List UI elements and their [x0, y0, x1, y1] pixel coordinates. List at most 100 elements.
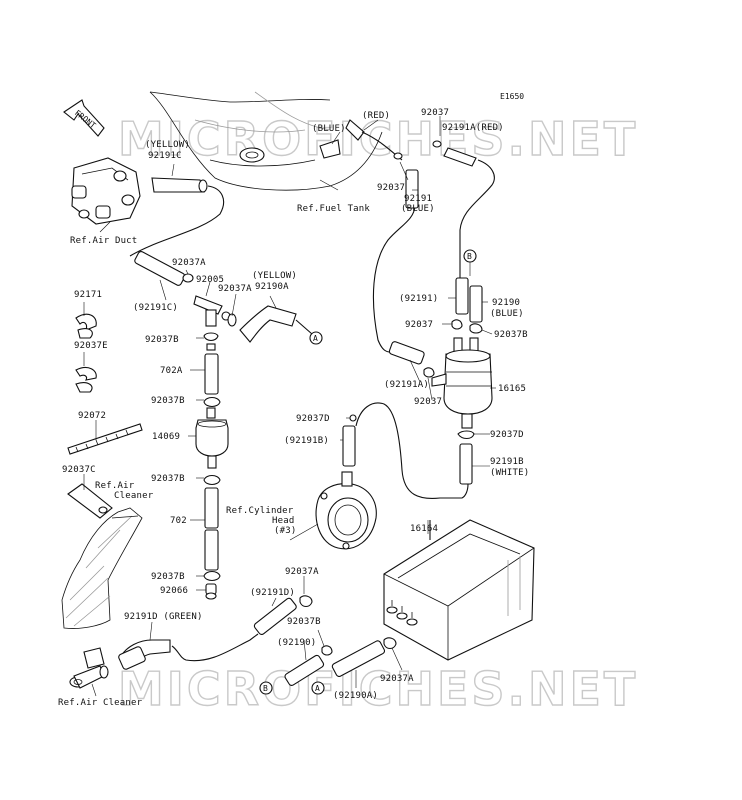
- label-92037B-1: 92037B: [145, 335, 179, 345]
- label-92037-b: 92037: [377, 183, 405, 193]
- clamp-92037B-2: [203, 396, 221, 408]
- line-92191-blue-route: [372, 172, 416, 353]
- hose-92191C-lower: [134, 251, 186, 286]
- hose-92191-blue: [393, 152, 419, 209]
- clip-92171: [75, 313, 97, 339]
- callout-A-lower-label: A: [315, 684, 320, 693]
- label-92190: 92190: [492, 298, 520, 308]
- bracket-92037C: [67, 483, 113, 519]
- clamp-92037B-5: [469, 323, 483, 334]
- label-92191D-green: 92191D (GREEN): [124, 612, 203, 622]
- tank-badge-icon: [239, 147, 265, 163]
- label-92191-paren: (92191): [399, 294, 438, 304]
- label-92072: 92072: [78, 411, 106, 421]
- label-92037-mid: 92037: [405, 320, 433, 330]
- label-92190-paren: (92190): [277, 638, 316, 648]
- label-92037B-2: 92037B: [151, 396, 185, 406]
- label-92037A-4: 92037A: [380, 674, 414, 684]
- watermark-bottom: MICROFICHES.NET: [118, 662, 638, 716]
- tank-fitting-red: [345, 119, 365, 141]
- hose-92190-blue: [469, 285, 483, 323]
- diagram-code: E1650: [500, 92, 524, 101]
- label-ref-air-cleaner-bottom: Ref.Air Cleaner: [58, 698, 143, 708]
- tank-fitting-blue: [319, 139, 341, 159]
- label-92037A-1: 92037A: [172, 258, 206, 268]
- label-blue-2: (BLUE): [401, 204, 435, 214]
- line-92191B-loop: [355, 402, 469, 499]
- label-92191B: 92191B: [490, 457, 524, 467]
- label-yellow-2: (YELLOW): [252, 271, 297, 281]
- label-92190A-1: 92190A: [255, 282, 289, 292]
- clamp-92037A-4: [383, 637, 397, 650]
- label-92066: 92066: [160, 586, 188, 596]
- watermark-top: MICROFICHES.NET: [118, 112, 638, 166]
- label-702: 702: [170, 516, 187, 526]
- label-ref-air-duct: Ref.Air Duct: [70, 236, 137, 246]
- air-duct-assembly: [71, 157, 141, 225]
- charcoal-canister-16164: [383, 519, 535, 661]
- clamp-92037A-1: [182, 273, 194, 283]
- label-ref-cylinder-3: (#3): [274, 526, 296, 536]
- label-14069: 14069: [152, 432, 180, 442]
- label-92005: 92005: [196, 275, 224, 285]
- label-blue-tank: (BLUE): [312, 124, 346, 134]
- label-ref-cylinder-2: Head: [272, 516, 294, 526]
- label-92037E: 92037E: [74, 341, 108, 351]
- label-92191A-red: 92191A(RED): [442, 123, 504, 133]
- clamp-92037A-3: [299, 595, 313, 608]
- label-702A: 702A: [160, 366, 183, 376]
- label-yellow-1: (YELLOW): [145, 140, 190, 150]
- callout-A-lower: [311, 681, 325, 695]
- label-92037-top: 92037: [421, 108, 449, 118]
- label-92037B-4: 92037B: [151, 572, 185, 582]
- clamp-92037-mid: [451, 319, 463, 330]
- tie-92072: [67, 423, 143, 455]
- clamp-92037B-6: [321, 645, 333, 656]
- air-cleaner-fitting: [69, 647, 109, 689]
- air-cleaner-panel: [61, 507, 143, 629]
- callout-B-lower-label: B: [263, 684, 268, 693]
- hose-92191D-lower: [253, 597, 297, 636]
- callout-B-upper-label: B: [467, 252, 472, 261]
- joint-92005: [193, 295, 231, 327]
- label-16165: 16165: [498, 384, 526, 394]
- callout-B-lower: [259, 681, 273, 695]
- label-ref-air-2: Cleaner: [114, 491, 154, 501]
- plug-92066: [205, 583, 217, 600]
- hose-92191C-upper: [129, 177, 225, 257]
- pipe-above-filter: [206, 407, 216, 419]
- hose-92190-lower: [284, 654, 325, 686]
- label-92190A-paren: (92190A): [333, 691, 378, 701]
- clamp-92037B-1: [203, 332, 219, 351]
- hose-92190A-lower: [331, 640, 386, 677]
- label-92037B-6: 92037B: [287, 617, 321, 627]
- label-ref-cylinder-1: Ref.Cylinder: [226, 506, 294, 516]
- hose-702-lower: [204, 529, 219, 571]
- part-labels: 92037 92191A(RED) (RED) (BLUE) (YELLOW) …: [58, 108, 529, 708]
- callout-A-upper-label: A: [313, 334, 318, 343]
- label-92191: 92191: [404, 194, 432, 204]
- label-white: (WHITE): [490, 468, 529, 478]
- label-blue-3: (BLUE): [490, 309, 524, 319]
- clamp-92037D-1: [349, 414, 357, 422]
- clamp-92037B-3: [203, 474, 221, 486]
- label-16164: 16164: [410, 524, 438, 534]
- label-ref-fuel-tank: Ref.Fuel Tank: [297, 204, 370, 214]
- label-92191C: 92191C: [148, 151, 182, 161]
- label-92037D-1: 92037D: [296, 414, 330, 424]
- separator-16165: [431, 337, 493, 429]
- hose-92191A-red: [432, 140, 477, 167]
- fuel-filter-14069: [195, 419, 229, 469]
- label-92191C-paren: (92191C): [133, 303, 178, 313]
- line-92191A-route: [459, 159, 495, 280]
- cylinder-head-fitting: [315, 471, 377, 550]
- clip-92037E: [75, 367, 97, 393]
- label-red: (RED): [362, 111, 390, 121]
- fuel-tank-outline: [149, 91, 383, 191]
- clamp-92037D-2: [457, 430, 475, 440]
- front-arrow-icon: FRONT: [63, 99, 105, 137]
- hose-92191B-white: [459, 443, 473, 485]
- label-92037A-2: 92037A: [218, 284, 252, 294]
- label-92037C: 92037C: [62, 465, 96, 475]
